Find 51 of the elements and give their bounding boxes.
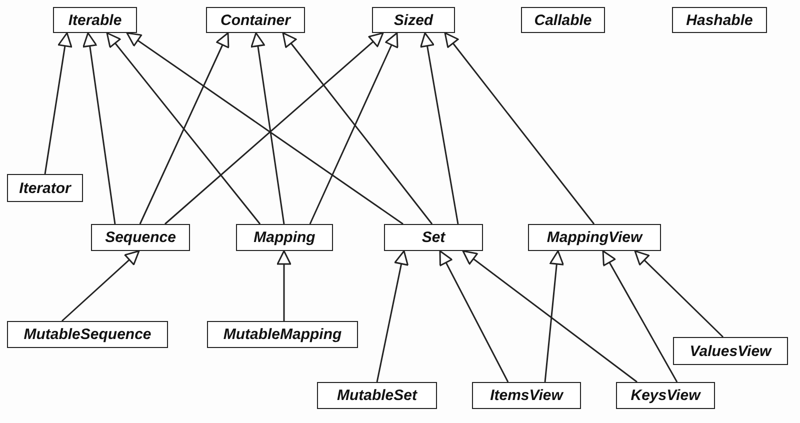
inheritance-arrow (126, 32, 404, 225)
class-name: Container (220, 12, 290, 28)
inheritance-arrow (106, 32, 261, 224)
inheritance-arrow (276, 250, 292, 321)
class-name: KeysView (630, 387, 700, 404)
class-name: ValuesView (690, 342, 772, 360)
class-box (53, 7, 137, 33)
inheritance-arrow (634, 250, 724, 338)
inheritance-arrow (44, 32, 72, 174)
class-box (672, 7, 767, 33)
inheritance-arrow (602, 250, 678, 382)
class-box (91, 224, 190, 251)
class-name: ItemsView (490, 387, 563, 404)
class-box (372, 7, 455, 33)
class-name: Callable (534, 12, 592, 28)
inheritance-arrow (544, 250, 564, 382)
class-name: Sized (394, 12, 434, 28)
class-box (7, 321, 168, 348)
inheritance-arrow (164, 32, 384, 225)
class-box (317, 382, 437, 409)
class-name: Hashable (686, 12, 753, 28)
inheritance-arrow (462, 250, 638, 383)
inheritance-arrow (250, 32, 285, 224)
inheritance-arrow (282, 32, 433, 224)
class-name: Iterable (68, 12, 122, 28)
inheritance-arrow (139, 32, 230, 224)
class-name: Iterator (19, 180, 71, 196)
inheritance-arrow (376, 250, 408, 382)
inheritance-arrow (62, 250, 140, 322)
class-name: Sequence (105, 229, 176, 246)
class-box (616, 382, 715, 409)
class-name: MutableSet (336, 387, 417, 404)
inheritance-arrow (82, 32, 116, 224)
class-name: Mapping (254, 229, 316, 246)
class-box (673, 337, 788, 365)
class-box (236, 224, 333, 251)
inheritance-arrow (444, 32, 595, 224)
class-name: MutableMapping (223, 326, 342, 343)
class-box (206, 7, 305, 33)
inheritance-arrow (309, 32, 398, 224)
class-box (207, 321, 358, 348)
class-name: MappingView (546, 229, 642, 246)
class-box (7, 174, 83, 202)
class-box (472, 382, 581, 409)
inheritance-arrow (439, 250, 509, 382)
class-box (528, 224, 661, 251)
class-box (521, 7, 605, 33)
class-name: Set (422, 229, 446, 246)
class-box (384, 224, 483, 251)
class-name: MutableSequence (24, 326, 152, 343)
inheritance-arrow (420, 32, 459, 224)
